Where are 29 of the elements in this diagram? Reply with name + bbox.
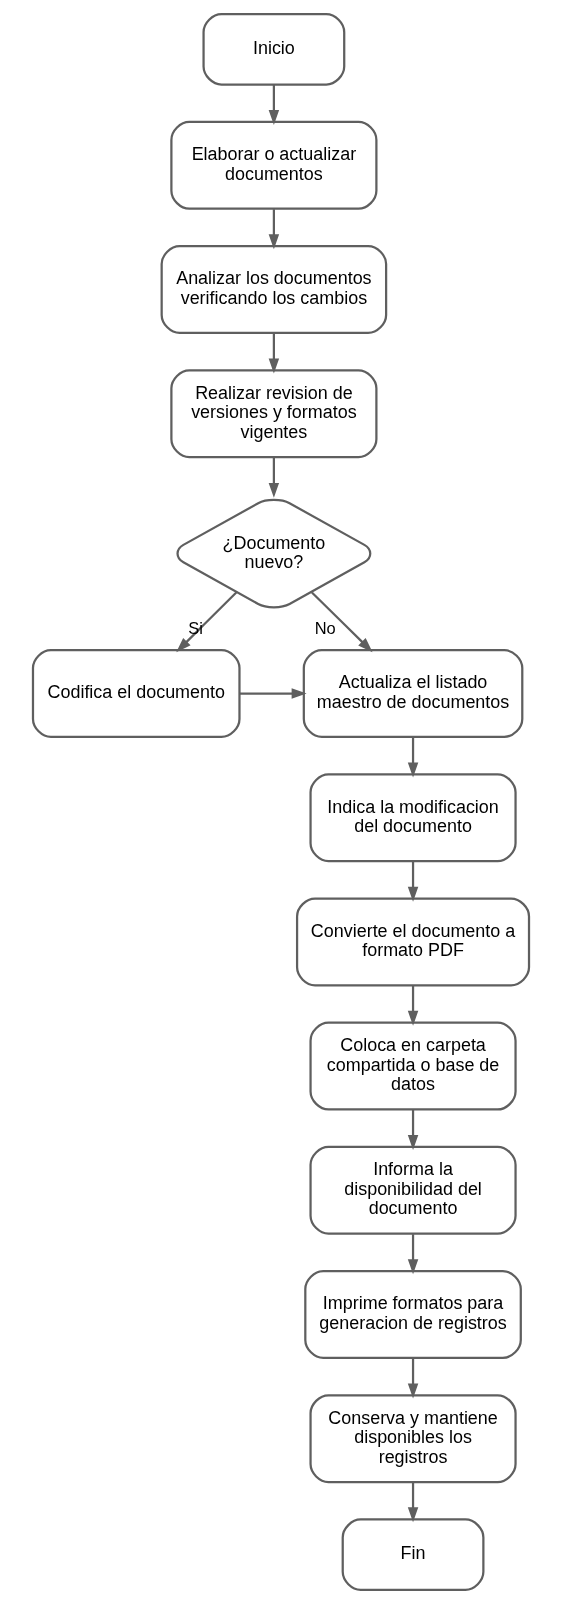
arrow bbox=[239, 688, 307, 699]
node-box: Realizar revision de versiones y formatos vigentes bbox=[169, 369, 377, 459]
arrow bbox=[175, 591, 237, 653]
edge-label: Si bbox=[187, 619, 203, 638]
node-box: Imprime formatos para generacion de registros bbox=[303, 1270, 522, 1359]
node-box: Conserva y mantiene disponibles los registros bbox=[308, 1394, 517, 1484]
node-box: Coloca en carpeta compartida o base de datos bbox=[308, 1021, 517, 1111]
node-box: Analizar los documentos verificando los cambios bbox=[160, 245, 387, 334]
node-box: Codifica el documento bbox=[31, 649, 241, 739]
arrow bbox=[407, 985, 418, 1026]
arrow bbox=[407, 737, 418, 778]
node-box: Informa la disponibilidad del documento bbox=[308, 1145, 517, 1235]
node-box: Actualiza el listado maestro de documentos bbox=[302, 649, 523, 739]
arrow bbox=[407, 1482, 418, 1523]
node-box: Elaborar o actualizar documentos bbox=[169, 120, 377, 210]
arrow bbox=[310, 591, 373, 653]
edge-label: No bbox=[314, 619, 336, 638]
node-box: Fin bbox=[341, 1518, 484, 1591]
arrow bbox=[268, 84, 279, 125]
arrow bbox=[407, 1234, 418, 1275]
arrow bbox=[407, 861, 418, 902]
arrow bbox=[407, 1358, 418, 1399]
node-box: Inicio bbox=[201, 13, 345, 86]
arrow bbox=[407, 1110, 418, 1150]
arrow bbox=[268, 209, 279, 250]
node-box: Indica la modificacion del documento bbox=[308, 773, 517, 863]
arrow bbox=[268, 333, 279, 374]
arrow bbox=[268, 457, 279, 498]
node-box: Convierte el documento a formato PDF bbox=[295, 897, 530, 987]
